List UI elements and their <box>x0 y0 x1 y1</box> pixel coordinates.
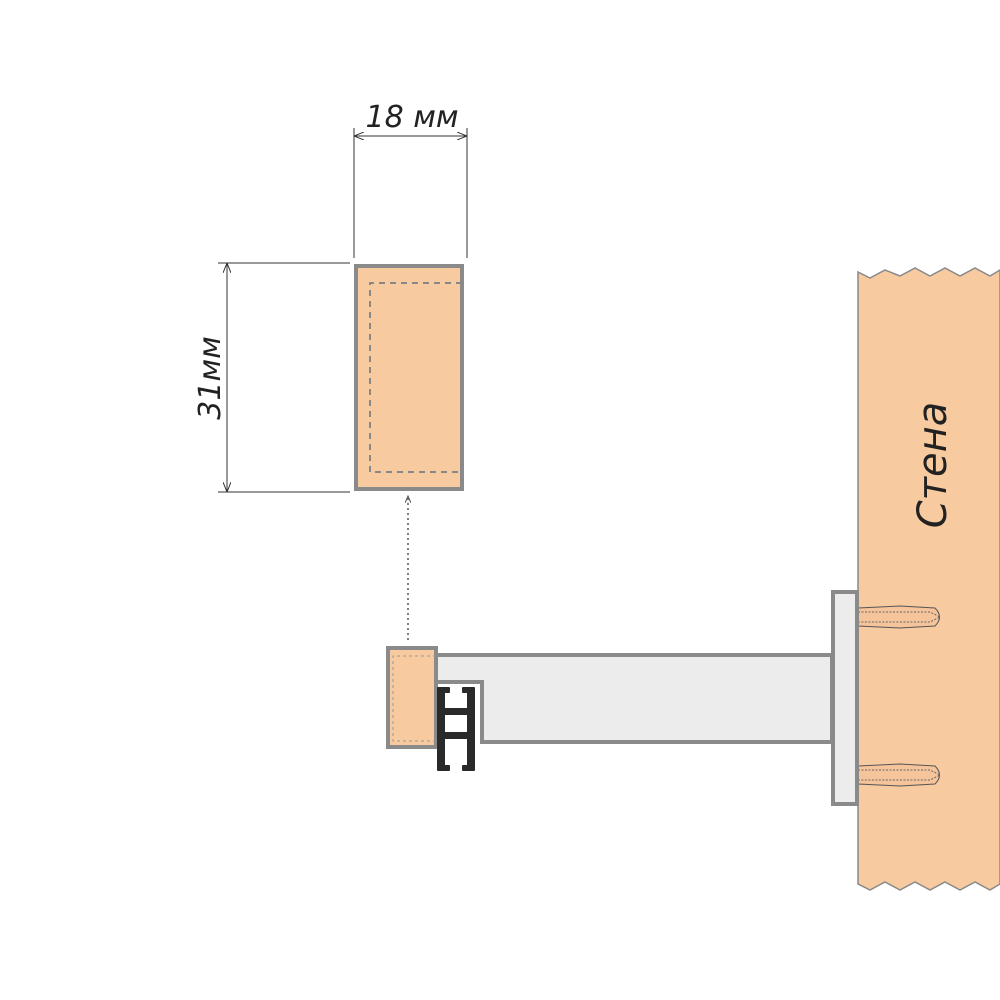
wood-profile-mounted <box>386 646 438 749</box>
dowel-top <box>847 605 942 629</box>
wood-profile-section <box>354 264 464 491</box>
rail-profile <box>437 687 475 771</box>
width-dimension: 18 мм <box>353 100 468 258</box>
height-dimension: 31мм <box>193 262 350 493</box>
bracket <box>434 590 859 806</box>
mounting-plate <box>831 590 859 806</box>
width-label: 18 мм <box>366 100 459 135</box>
dowel-bottom <box>847 763 942 787</box>
wall: Стена <box>857 267 1000 891</box>
height-label: 31мм <box>193 336 228 419</box>
wall-label: Стена <box>910 402 956 529</box>
